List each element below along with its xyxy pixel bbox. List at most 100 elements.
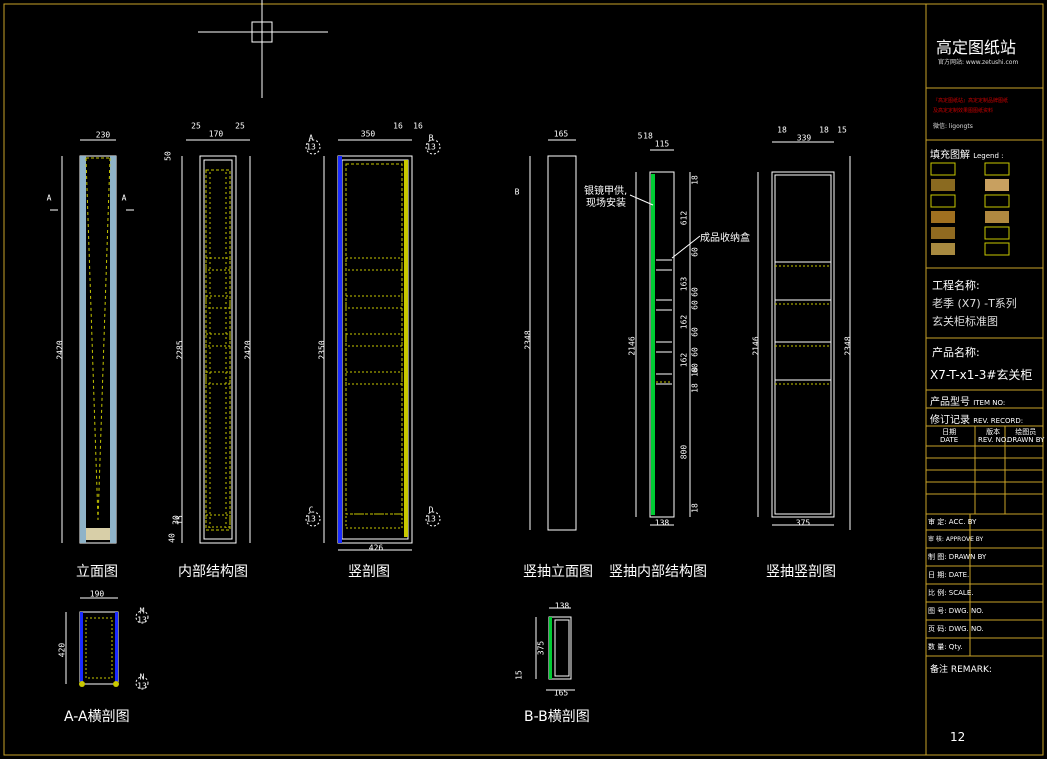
model-label-cn: 产品型号 <box>930 397 970 408</box>
dwg-no-field: 图 号: DWG. NO. <box>928 607 984 615</box>
dim-ds-2348: 2348 <box>843 336 853 356</box>
contact: 微信: ligongts <box>933 123 973 130</box>
title-elevation: 立面图 <box>76 564 118 580</box>
dim-s-A: A <box>308 133 314 143</box>
page-field: 页 码: DWG. NO. <box>928 625 984 633</box>
dim-s-16b: 16 <box>413 121 423 131</box>
rev-col-drawn-cn: 绘图员 <box>1015 428 1037 436</box>
product-label: 产品名称: <box>932 346 980 359</box>
drawing-frame <box>3 3 1044 756</box>
dim-di-612: 612 <box>679 210 689 226</box>
revision-label: 修订记录 REV. RECORD: <box>930 411 1023 426</box>
dim-bb-165: 165 <box>553 688 569 698</box>
dim-aa-420: 420 <box>57 642 67 658</box>
note-di-note1: 银镜甲供, <box>584 186 628 197</box>
qty-field: 数 量: Qty. <box>928 643 963 651</box>
dim-aa-190: 190 <box>89 589 105 599</box>
revision-label-en: REV. RECORD: <box>973 417 1024 425</box>
legend-title: 填充图解 Legend : <box>930 146 1003 161</box>
dim-aa-M13: 13 <box>137 615 147 625</box>
rev-col-no-en: REV. NO. <box>978 436 1009 444</box>
dim-aa-N13: 13 <box>137 681 147 691</box>
dim-i-15: 15 <box>175 515 185 525</box>
dim-bb-15: 15 <box>514 670 524 680</box>
dim-s-426: 426 <box>368 543 384 553</box>
title-bb-section: B-B横剖图 <box>524 709 590 725</box>
dim-de-165: 165 <box>553 129 569 139</box>
dim-di-60b: 60 <box>690 287 700 297</box>
dim-i-2420: 2420 <box>243 340 253 360</box>
model-label: 产品型号 ITEM NO: <box>930 393 1005 408</box>
remark-label: 备注 REMARK: <box>930 665 992 675</box>
dim-ds-15: 15 <box>837 125 847 135</box>
dim-aa-M: M <box>139 606 145 616</box>
dim-di-60a: 60 <box>690 247 700 257</box>
notice-line-2: 及高定定制效果图图纸资料 <box>933 108 994 114</box>
dim-di-60c: 60 <box>690 300 700 310</box>
project-label: 工程名称: <box>932 279 980 292</box>
dim-di-162b: 162 <box>679 352 689 368</box>
dim-i-50: 50 <box>163 151 173 161</box>
dim-i-2285: 2285 <box>175 340 185 360</box>
approve-by: 审 核: APPROVE BY <box>928 536 984 543</box>
dim-i-25a: 25 <box>191 121 201 131</box>
dim-s-C: C <box>308 505 314 515</box>
dim-di-138: 138 <box>654 518 670 528</box>
dim-ds-18b: 18 <box>819 125 829 135</box>
internal-view <box>181 139 251 544</box>
dim-ds-375: 375 <box>795 518 811 528</box>
dim-s-16a: 16 <box>393 121 403 131</box>
notice-line-1: 『高定图纸站』高定定制品牌图纸 <box>933 98 1009 104</box>
dim-i-25b: 25 <box>235 121 245 131</box>
project-line-1: 老季 (X7) -T系列 <box>932 297 1017 310</box>
dim-di-60d: 60 <box>690 327 700 337</box>
dim-i-170: 170 <box>208 129 224 139</box>
legend-label: 填充图解 <box>930 150 970 161</box>
dim-bb-375: 375 <box>536 640 546 656</box>
dim-e-w: 230 <box>95 130 111 140</box>
legend-label-en: Legend : <box>973 152 1004 160</box>
rev-col-date-en: DATE <box>940 436 959 444</box>
dim-bb-138: 138 <box>554 601 570 611</box>
dim-di-18d: 18 <box>690 383 700 393</box>
brand-site: 官方网站: www.zetushi.com <box>938 59 1019 66</box>
dim-s-350: 350 <box>360 129 376 139</box>
dim-di-163: 163 <box>679 276 689 292</box>
dim-s-B13: 13 <box>426 142 436 152</box>
dim-di-60f: 60 <box>690 363 700 373</box>
dim-e-h: 2420 <box>55 340 65 360</box>
dim-di-2146: 2146 <box>627 336 637 356</box>
dim-s-C13: 13 <box>306 514 316 524</box>
drawn-by: 制 图: DRAWN BY <box>928 553 987 561</box>
dim-di-115: 115 <box>654 139 670 149</box>
title-internal: 内部结构图 <box>178 564 248 580</box>
dim-di-18a: 18 <box>643 131 653 141</box>
dim-ds-2146: 2146 <box>751 336 761 356</box>
dim-s-2350: 2350 <box>317 340 327 360</box>
dim-di-18: 18 <box>690 175 700 185</box>
page-number: 12 <box>950 730 966 744</box>
title-section: 竖剖图 <box>348 564 390 580</box>
rev-col-date-cn: 日期 <box>942 428 957 436</box>
title-aa-section: A-A横剖图 <box>64 709 130 725</box>
dim-e-a1: A <box>46 193 52 203</box>
dim-e-a2: A <box>121 193 127 203</box>
rev-col-no-cn: 版本 <box>986 428 1001 436</box>
elevation-view <box>50 139 134 544</box>
aa-section-view <box>65 597 149 690</box>
model-label-en: ITEM NO: <box>973 399 1006 407</box>
legend-swatches <box>930 162 1010 256</box>
dim-s-B: B <box>428 133 434 143</box>
dim-di-800: 800 <box>679 444 689 460</box>
note-di-note2: 现场安装 <box>586 198 626 209</box>
section-view <box>305 139 441 551</box>
drawer-internal-view <box>629 149 701 526</box>
brand-name: 高定图纸站 <box>936 38 1017 57</box>
dim-aa-N: N <box>139 672 145 682</box>
project-line-2: 玄关柜标准图 <box>932 315 998 328</box>
scale-field: 比 例: SCALE. <box>928 589 974 597</box>
dim-de-B: B <box>514 187 520 197</box>
